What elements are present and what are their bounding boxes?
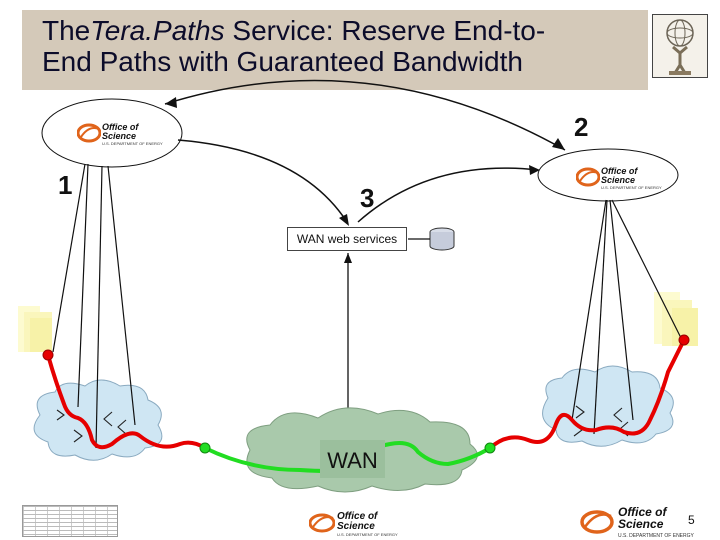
left-site-cloud — [33, 379, 163, 461]
right-host-stack — [654, 292, 698, 346]
doe-logo-line2: Science — [337, 521, 375, 532]
doe-swoosh-icon — [576, 167, 600, 187]
title-band: TheTera.Paths Service: Reserve End-to- E… — [22, 10, 648, 90]
atlas-logo — [652, 14, 708, 78]
right-control-lines — [571, 199, 683, 435]
left-router-marks — [56, 409, 127, 443]
doe-logo-sub: U.S. DEPARTMENT OF ENERGY — [601, 185, 662, 190]
arrowhead-left-top — [165, 97, 177, 108]
step-label-3: 3 — [360, 183, 375, 213]
doe-logo-line1: Office of — [601, 166, 638, 176]
doe-logo-line1: Office of — [618, 505, 667, 519]
doe-logo-left-oval: Office of Science U.S. DEPARTMENT OF ENE… — [75, 120, 163, 146]
right-site-cloud — [542, 365, 674, 447]
left-wan-node — [199, 442, 211, 454]
left-red-path — [46, 354, 207, 450]
arrowhead-webservices-left — [339, 214, 349, 226]
doe-logo-line2: Science — [601, 175, 636, 185]
top-arc-arrow — [164, 79, 566, 151]
doe-logo-bottom-right: Office of Science U.S. DEPARTMENT OF ENE… — [578, 505, 694, 539]
slide-title-line-2: End Paths with Guaranteed Bandwidth — [42, 46, 523, 77]
arrow-webservices-to-right — [357, 167, 539, 223]
database-icon — [429, 227, 455, 251]
left-control-lines — [52, 163, 136, 449]
doe-swoosh-icon — [580, 510, 614, 534]
spreadsheet-thumbnail — [22, 505, 118, 537]
doe-logo-line2: Science — [102, 131, 137, 141]
left-end-node — [42, 349, 54, 361]
title-italic: Tera.Paths — [90, 15, 225, 46]
arrow-left-to-webservices — [177, 139, 348, 223]
right-red-path — [488, 339, 686, 450]
page-number: 5 — [688, 513, 695, 527]
doe-swoosh-icon — [309, 513, 335, 533]
doe-logo-line2: Science — [618, 517, 664, 531]
doe-logo-right-oval: Office of Science U.S. DEPARTMENT OF ENE… — [574, 164, 662, 190]
doe-logo-sub: U.S. DEPARTMENT OF ENERGY — [102, 141, 163, 146]
right-wan-node — [484, 442, 496, 454]
doe-logo-line1: Office of — [337, 511, 378, 522]
right-end-node — [678, 334, 690, 346]
step-label-2: 2 — [574, 112, 589, 142]
step-label-1: 1 — [58, 170, 73, 200]
arrowhead-right-oval — [529, 165, 540, 175]
doe-logo-sub: U.S. DEPARTMENT OF ENERGY — [337, 532, 398, 537]
doe-logo-bottom-center: Office of Science U.S. DEPARTMENT OF ENE… — [307, 509, 398, 537]
wan-label: WAN — [320, 440, 385, 478]
slide-title-line-1: TheTera.Paths Service: Reserve End-to- — [42, 15, 648, 46]
title-rest: Service: Reserve End-to- — [224, 15, 546, 46]
wan-web-services-box: WAN web services — [287, 227, 407, 251]
title-prefix: The — [42, 15, 91, 46]
doe-logo-line1: Office of — [102, 122, 139, 132]
arrowhead-webservices-up — [344, 253, 352, 263]
left-host-stack — [18, 306, 52, 352]
doe-swoosh-icon — [77, 123, 101, 143]
path-nodes — [42, 334, 690, 454]
arrowhead-right-top — [552, 138, 565, 150]
doe-logo-sub: U.S. DEPARTMENT OF ENERGY — [618, 533, 694, 539]
wan-green-path — [204, 441, 492, 473]
